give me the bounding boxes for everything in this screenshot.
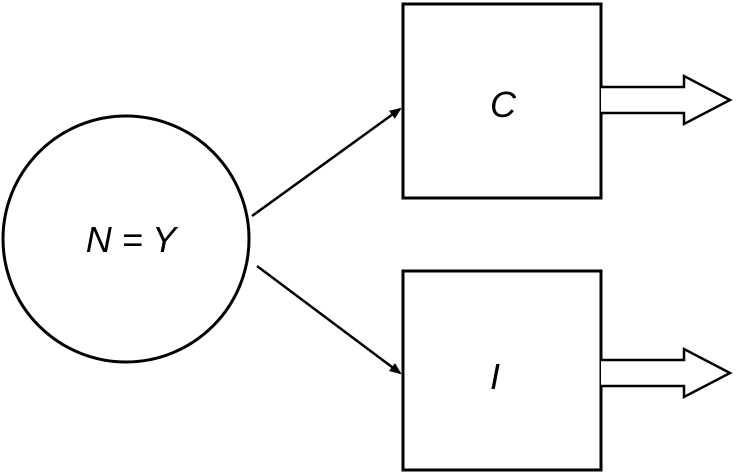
top-box-label: C <box>490 84 517 125</box>
top-box-rect <box>401 2 603 200</box>
source-label: N = Y <box>86 219 179 260</box>
edge-source-to-bottom-box <box>256 264 402 375</box>
edge-source-to-top-box <box>251 107 402 218</box>
node-top-box: C <box>401 2 603 200</box>
output-arrow-top <box>601 73 733 127</box>
node-source: N = Y <box>1 114 251 364</box>
source-circle <box>1 114 251 364</box>
output-arrow-bottom <box>601 346 733 400</box>
node-bottom-box: I <box>401 269 603 472</box>
bottom-box-label: I <box>490 356 500 397</box>
bottom-box-rect <box>401 269 603 472</box>
